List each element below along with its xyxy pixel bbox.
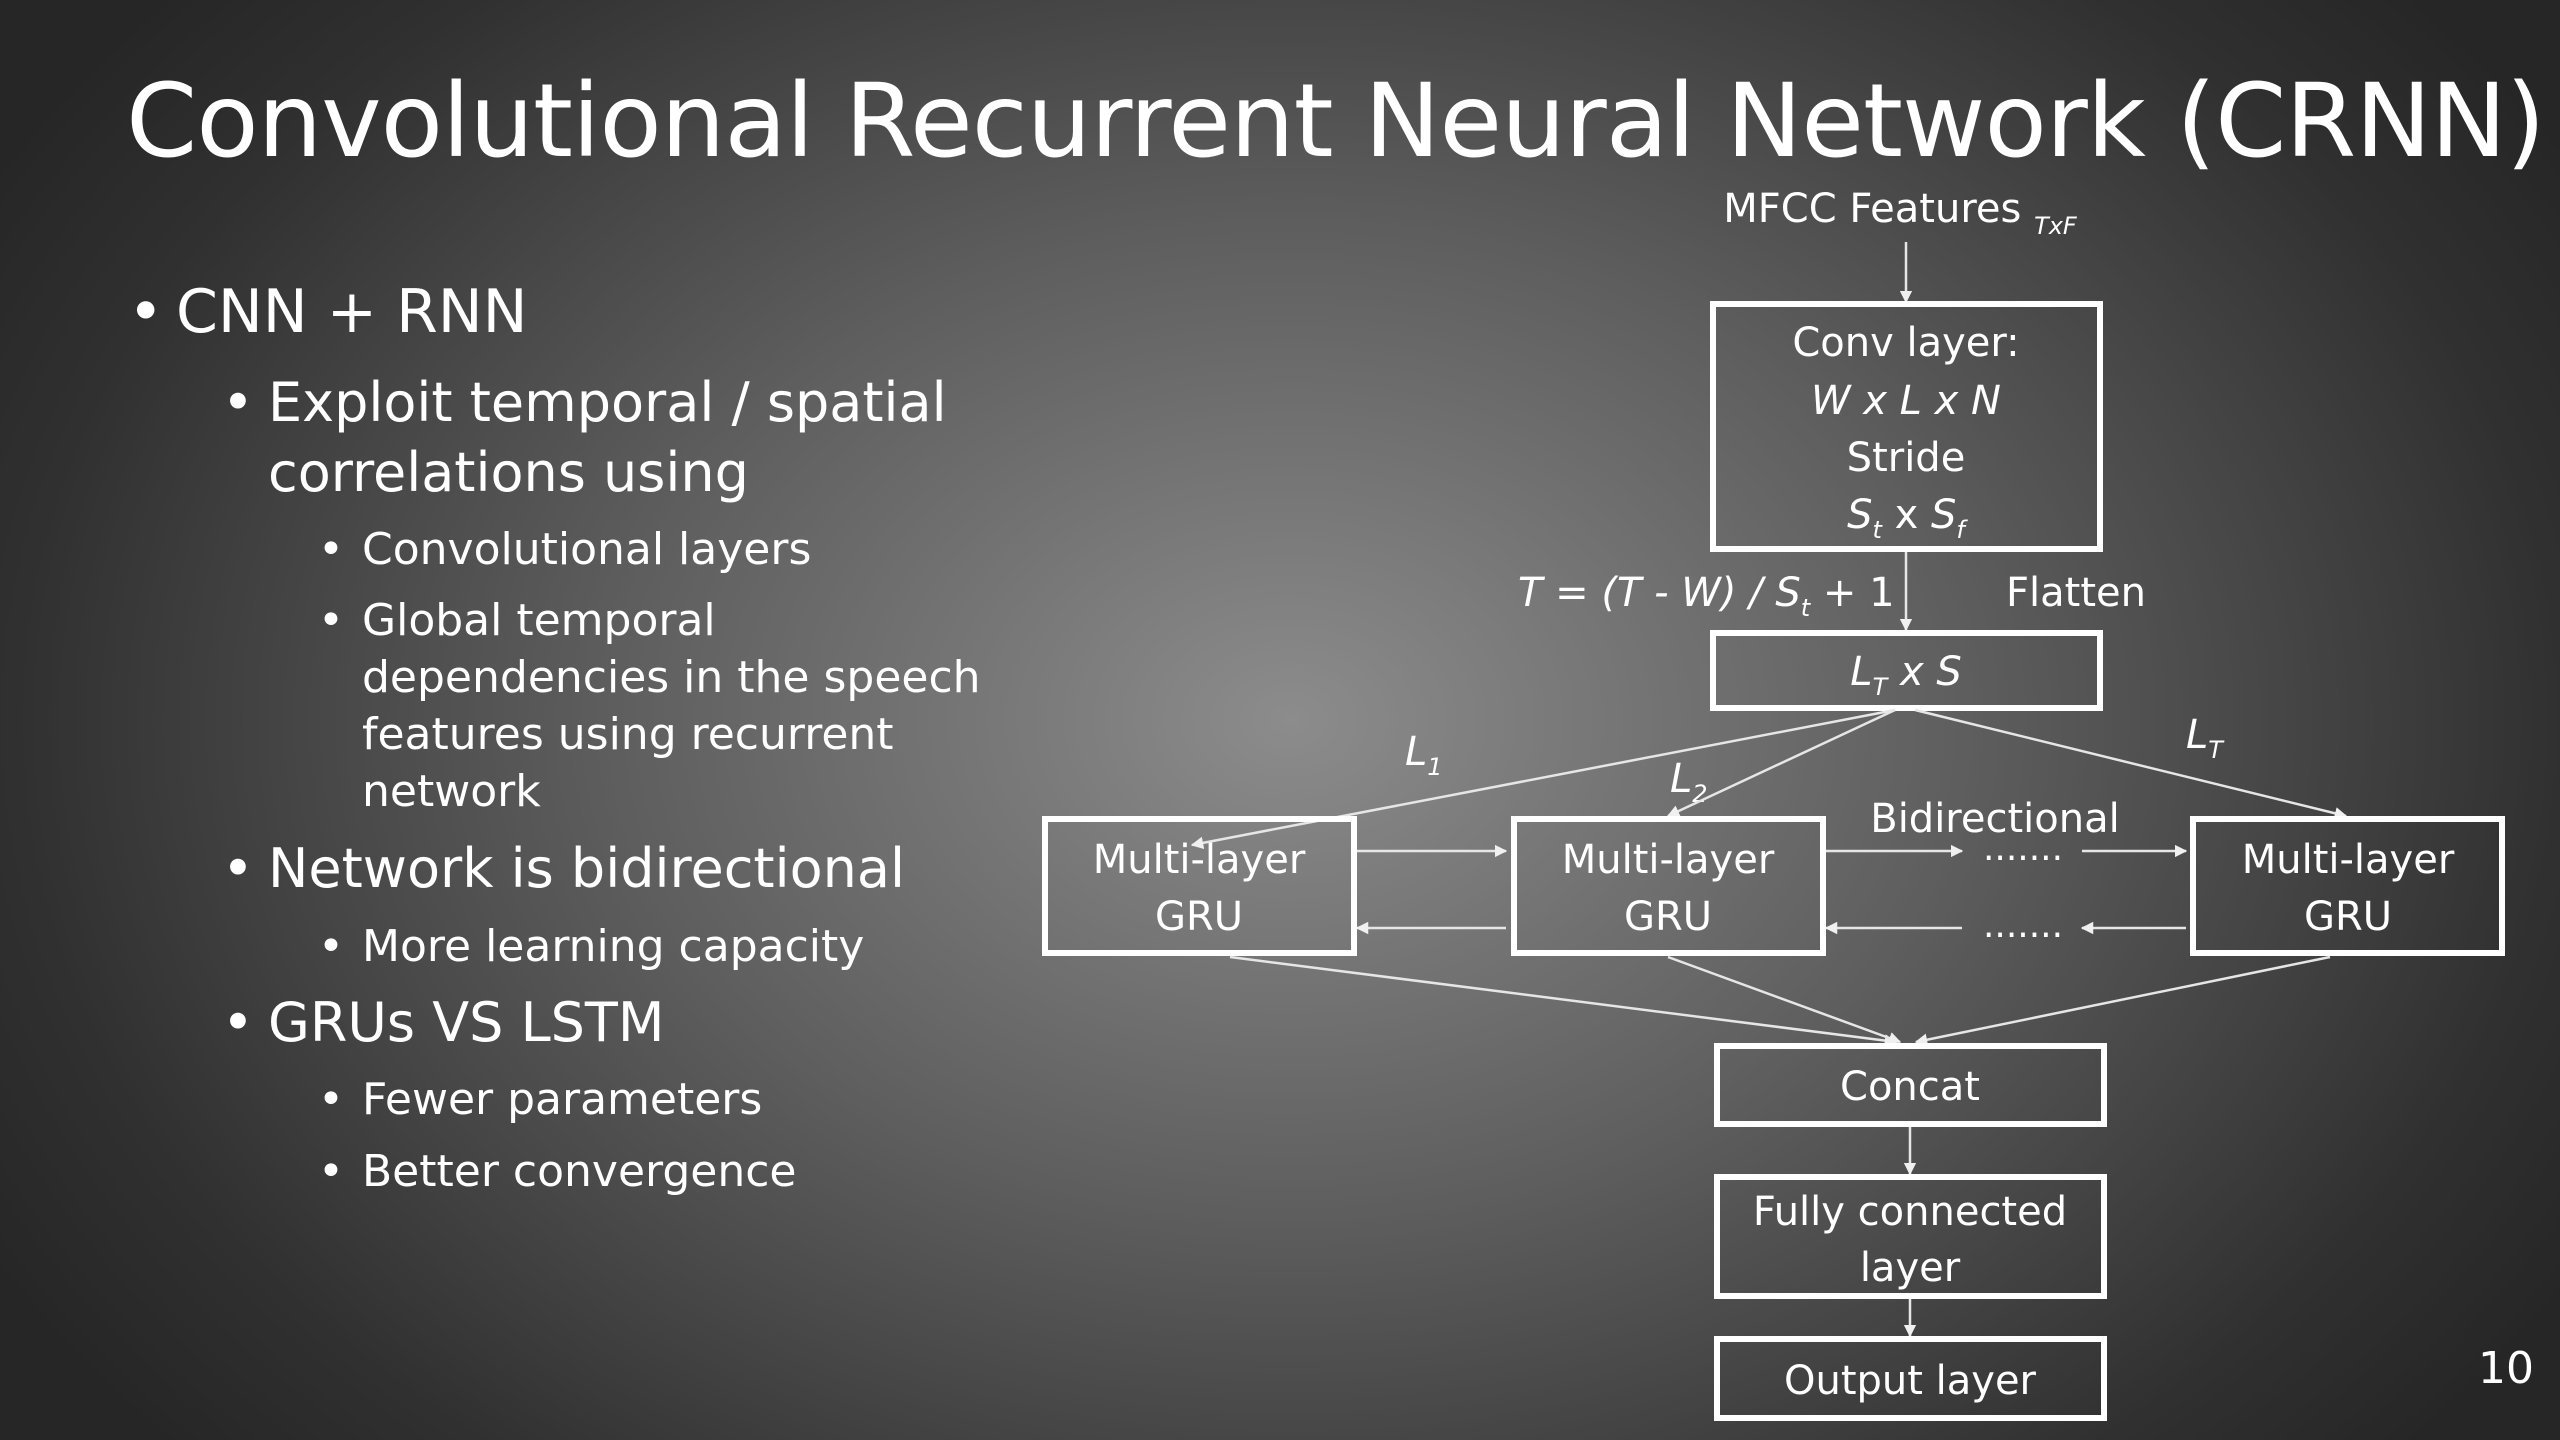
- backward-ellipsis: .......: [1983, 905, 2063, 946]
- gru-2-to-concat: [1667, 955, 1902, 1044]
- concat-label: Concat: [1840, 1064, 1980, 1110]
- bullet-text: Better convergence: [362, 1146, 797, 1197]
- bullet-dot: •: [318, 1074, 344, 1125]
- flatten-box-label: LT x S: [1850, 649, 1961, 701]
- bullet-fewer-parameters: • Fewer parameters: [318, 1071, 762, 1128]
- bullet-convolutional-layers: • Convolutional layers: [318, 521, 811, 578]
- bullet-dot: •: [222, 371, 254, 434]
- flatten-box: [1710, 630, 2103, 711]
- bullet-text: Network is bidirectional: [268, 837, 905, 900]
- bullet-text: GRUs VS LSTM: [268, 991, 665, 1054]
- conv-layer-box: [1710, 301, 2103, 552]
- gru-box-t: [2190, 816, 2505, 956]
- fully-connected-box: [1714, 1174, 2107, 1299]
- edge-label-lt: LT: [2186, 712, 2225, 764]
- edge-label-l1: L1: [1405, 729, 1443, 781]
- gru-t-to-concat: [1914, 955, 2331, 1046]
- fully-connected-line1: Fully connected: [1753, 1189, 2067, 1235]
- bidirectional-label: Bidirectional: [1870, 796, 2119, 842]
- bullet-text: Exploit temporal / spatial correlations …: [268, 371, 947, 504]
- conv-layer-stride: Stride: [1847, 435, 1966, 481]
- bullet-text: Fewer parameters: [362, 1074, 763, 1125]
- gru-1-line1: Multi-layer: [1093, 837, 1306, 883]
- bullet-dot: •: [318, 921, 344, 972]
- bullet-dot: •: [318, 524, 344, 575]
- gru-box-2: [1511, 816, 1826, 956]
- bullet-better-convergence: • Better convergence: [318, 1143, 796, 1200]
- gru-2-line2: GRU: [1624, 894, 1712, 940]
- gru-t-line2: GRU: [2304, 894, 2392, 940]
- bullet-learning-capacity: • More learning capacity: [318, 918, 864, 975]
- bullet-text: Convolutional layers: [362, 524, 812, 575]
- bullet-dot: •: [222, 991, 254, 1054]
- bullet-grus-vs-lstm: • GRUs VS LSTM: [222, 988, 665, 1058]
- conv-layer-stride-values: St x Sf: [1847, 492, 1968, 544]
- gru-1-line2: GRU: [1155, 894, 1243, 940]
- mfcc-features-label: MFCC Features TxF: [1723, 186, 2078, 240]
- flatten-label: Flatten: [2006, 570, 2146, 616]
- bullet-dot: •: [222, 837, 254, 900]
- bullet-dot: •: [318, 1146, 344, 1197]
- conv-layer-dims: W x L x N: [1811, 378, 2001, 424]
- gru-t-line1: Multi-layer: [2242, 837, 2455, 883]
- concat-box: [1714, 1043, 2107, 1127]
- bullet-text: CNN + RNN: [176, 277, 528, 347]
- bullet-bidirectional: • Network is bidirectional: [222, 834, 905, 904]
- output-layer-label: Output layer: [1784, 1358, 2037, 1404]
- bullet-text: More learning capacity: [362, 921, 865, 972]
- edge-label-l2: L2: [1670, 756, 1708, 808]
- bullet-exploit-correlations: • Exploit temporal / spatial correlation…: [222, 368, 968, 508]
- fully-connected-line2: layer: [1860, 1245, 1961, 1291]
- bullet-global-temporal-dependencies: • Global temporal dependencies in the sp…: [318, 592, 1022, 820]
- gru-1-to-concat: [1229, 955, 1898, 1047]
- bullet-cnn-rnn: • CNN + RNN: [128, 276, 528, 348]
- gru-2-line1: Multi-layer: [1562, 837, 1775, 883]
- output-layer-box: [1714, 1336, 2107, 1421]
- forward-ellipsis: .......: [1983, 828, 2063, 869]
- slide-title: Convolutional Recurrent Neural Network (…: [126, 62, 2546, 181]
- page-number: 10: [2478, 1343, 2534, 1394]
- gru-box-1: [1042, 816, 1357, 956]
- conv-layer-title: Conv layer:: [1792, 320, 2019, 366]
- edge-lt-line: [1914, 708, 2348, 820]
- edge-l2-line: [1666, 708, 1896, 818]
- bullet-dot: •: [318, 595, 344, 646]
- edge-l1-line: [1190, 708, 1896, 850]
- output-length-formula: T = (T - W) / St + 1: [1518, 570, 1895, 622]
- bullet-text: Global temporal dependencies in the spee…: [362, 595, 981, 817]
- bullet-dot: •: [128, 277, 164, 347]
